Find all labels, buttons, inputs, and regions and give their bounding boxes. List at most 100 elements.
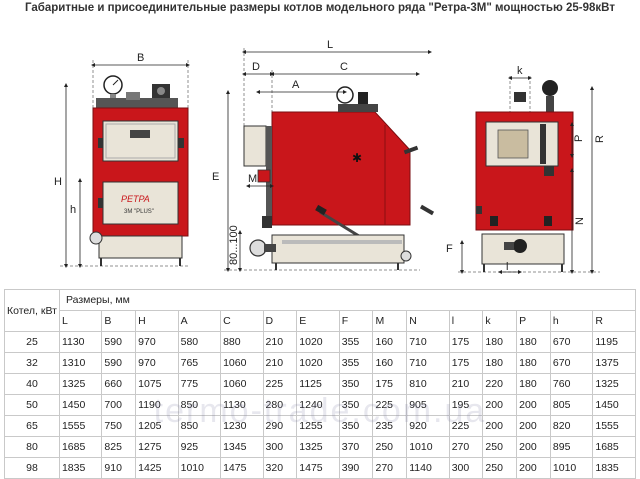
table-cell: 350 [338,373,374,395]
table-cell: 1010 [177,457,222,479]
table-cell: 180 [516,373,551,395]
column-header: C [220,310,264,332]
table-cell: 1010 [549,457,594,479]
table-cell: 1020 [296,352,340,374]
door-badge: РЕТРА [121,194,150,204]
dim-H: H [54,176,62,188]
table-cell: 1685 [592,436,636,458]
table-cell: 210 [262,331,298,353]
back-view: k P R N F l [446,65,606,274]
back-gauge-icon [542,80,558,96]
table-cell: 200 [516,394,551,416]
table-cell: 1060 [220,352,264,374]
table-cell: 670 [549,352,594,374]
page-title: Габаритные и присоединительные размеры к… [25,2,615,14]
table-cell: 250 [372,436,408,458]
table-cell: 1475 [220,457,264,479]
table-cell: 355 [338,352,374,374]
door-badge-sub: 3М "PLUS" [124,209,154,215]
table-cell: 700 [101,394,137,416]
upper-door [102,120,179,162]
corner-label: Котел, кВт [4,289,60,332]
table-cell: 825 [101,436,137,458]
table-cell: 175 [448,331,484,353]
row-power: 40 [4,373,60,395]
table-cell: 1375 [592,352,636,374]
column-header: D [262,310,298,332]
table-cell: 1255 [296,415,340,437]
dim-range: 80...100 [228,225,240,265]
table-cell: 1010 [406,436,450,458]
column-header: P [516,310,551,332]
row-power: 65 [4,415,60,437]
table-cell: 1310 [58,352,103,374]
table-cell: 200 [516,436,551,458]
return-pipe-icon [249,239,267,257]
table-cell: 1325 [58,373,103,395]
table-cell: 160 [372,331,408,353]
table-cell: 590 [101,331,137,353]
table-cell: 1555 [58,415,103,437]
dim-h: h [70,204,76,216]
table-cell: 1130 [220,394,264,416]
row-power: 25 [4,331,60,353]
table-cell: 1450 [592,394,636,416]
table-cell: 1130 [58,331,103,353]
side-view: ✱ L D C A E M [212,39,435,272]
table-cell: 175 [372,373,408,395]
row-power: 50 [4,394,60,416]
table-cell: 1325 [592,373,636,395]
dim-P: P [573,135,585,142]
table-cell: 355 [338,331,374,353]
table-cell: 1140 [406,457,450,479]
table-cell: 765 [177,352,222,374]
row-power: 32 [4,352,60,374]
table-cell: 200 [482,415,518,437]
svg-text:✱: ✱ [352,151,362,165]
dim-C: C [340,61,348,73]
table-cell: 235 [372,415,408,437]
table-cell: 320 [262,457,298,479]
column-header: N [406,310,450,332]
table-cell: 250 [482,457,518,479]
table-cell: 905 [406,394,450,416]
table-cell: 200 [516,415,551,437]
table-cell: 180 [516,331,551,353]
table-cell: 710 [406,352,450,374]
dim-E: E [212,171,219,183]
table-cell: 920 [406,415,450,437]
column-header: H [135,310,179,332]
table-cell: 200 [516,457,551,479]
column-header: M [372,310,408,332]
table-cell: 880 [220,331,264,353]
column-header: l [448,310,484,332]
column-header: h [549,310,594,332]
table-cell: 590 [101,352,137,374]
table-cell: 210 [262,352,298,374]
table-cell: 1835 [592,457,636,479]
table-cell: 925 [177,436,222,458]
table-cell: 1425 [135,457,179,479]
front-base [98,235,183,259]
column-header: B [101,310,137,332]
table-cell: 200 [482,394,518,416]
table-cell: 1450 [58,394,103,416]
table-cell: 250 [482,436,518,458]
table-cell: 1475 [296,457,340,479]
table-cell: 1125 [296,373,340,395]
table-cell: 1230 [220,415,264,437]
table-cell: 1275 [135,436,179,458]
boiler-drawings: РЕТРА 3М "PLUS" B H h ✱ [54,39,606,274]
table-cell: 1835 [58,457,103,479]
table-cell: 670 [549,331,594,353]
table-cell: 1075 [135,373,179,395]
table-cell: 810 [406,373,450,395]
table-cell: 390 [338,457,374,479]
table-cell: 220 [482,373,518,395]
lower-door [102,181,179,225]
table-cell: 280 [262,394,298,416]
